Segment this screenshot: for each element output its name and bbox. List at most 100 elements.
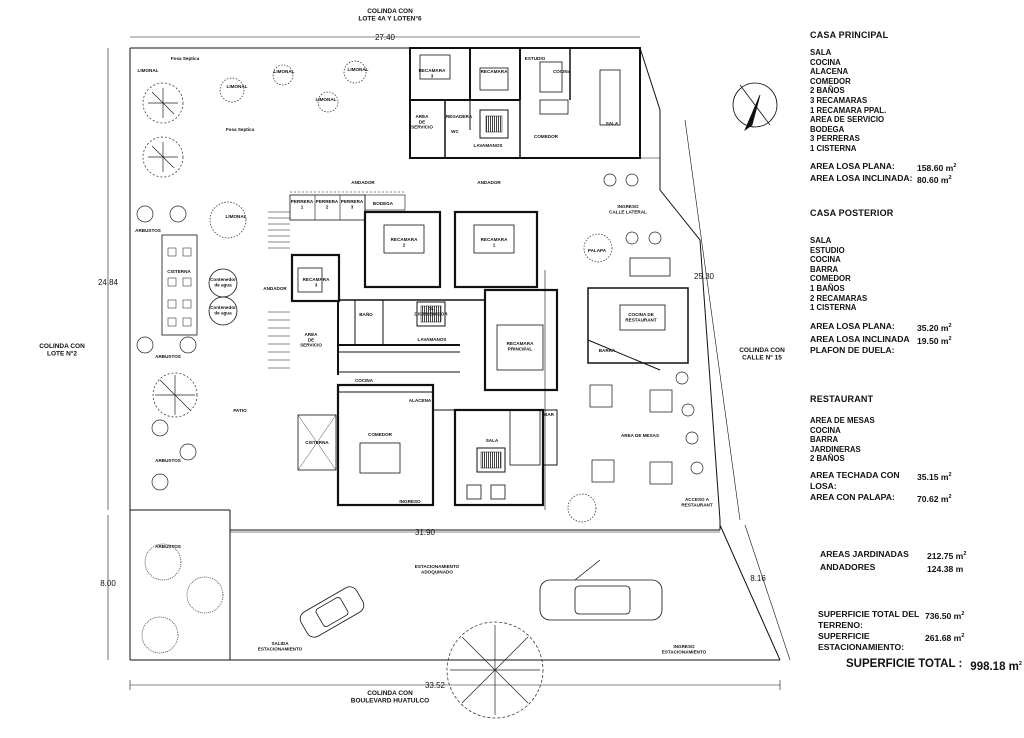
svg-text:COCINA: COCINA	[355, 378, 374, 383]
svg-text:LAVAMANOS: LAVAMANOS	[418, 337, 447, 342]
palm-14	[685, 431, 699, 445]
tree-11	[567, 493, 597, 523]
area-value: 35.15 m2	[917, 471, 952, 482]
palm-9	[625, 173, 639, 187]
car-2	[539, 559, 663, 621]
svg-text:ALACENA: ALACENA	[409, 398, 432, 403]
palm-4	[179, 336, 197, 354]
svg-text:LIMONAL: LIMONAL	[316, 97, 337, 102]
palm-6	[179, 443, 197, 461]
dim-top: 27.40	[375, 33, 396, 42]
svg-text:ARBUSTOS: ARBUSTOS	[155, 544, 181, 549]
legend-item: 1 BAÑOS	[810, 283, 845, 293]
restaurant-title: RESTAURANT	[810, 394, 874, 404]
area-label: AREA LOSA INCLINADA PLAFON DE DUELA:	[810, 333, 910, 355]
dim-right-lower: 8.16	[750, 574, 766, 583]
dim-bottom: 33.52	[425, 681, 446, 690]
casa-posterior-title: CASA POSTERIOR	[810, 208, 894, 218]
svg-text:Fosa Septica: Fosa Septica	[171, 56, 200, 61]
area-label: AREA LOSA PLANA:	[810, 160, 895, 171]
area-label: SUPERFICIE ESTACIONAMIENTO:	[818, 631, 905, 652]
svg-text:ARBUSTOS: ARBUSTOS	[155, 354, 181, 359]
svg-text:WC: WC	[451, 129, 459, 134]
svg-text:COCINA: COCINA	[553, 69, 572, 74]
legend-item: 2 BAÑOS	[810, 86, 845, 96]
svg-text:ANDADOR: ANDADOR	[477, 180, 501, 185]
area-value: 212.75 m2	[927, 550, 967, 561]
svg-text:AREA DE MESAS: AREA DE MESAS	[621, 433, 659, 438]
main-house	[268, 191, 559, 507]
legend-item: 1 CISTERNA	[810, 143, 857, 153]
legend-item: SALA	[810, 48, 832, 57]
svg-text:LIMONAL: LIMONAL	[138, 68, 159, 73]
palm-1	[136, 205, 154, 223]
legend-item: BARRA	[810, 264, 839, 274]
shrub-2	[186, 576, 224, 614]
svg-text:BAÑO: BAÑO	[359, 311, 373, 317]
tree-4	[272, 64, 294, 86]
palm-5	[151, 419, 169, 437]
legend-item: 1 CISTERNA	[810, 303, 857, 313]
palm-12	[675, 371, 689, 385]
legend-item: ALACENA	[810, 67, 849, 77]
legend-item: SALA	[810, 236, 832, 245]
svg-text:INGRESO: INGRESO	[399, 499, 421, 504]
svg-text:CISTERNA: CISTERNA	[305, 440, 329, 445]
legend-item: 2 RECAMARAS	[810, 293, 868, 303]
area-label: AREA LOSA INCLINADA:	[810, 173, 913, 184]
car-1	[299, 586, 365, 638]
svg-text:PATIO: PATIO	[233, 408, 247, 413]
north-arrow	[732, 82, 778, 132]
dim-middle: 31.90	[415, 528, 436, 537]
svg-text:ANDADOR: ANDADOR	[263, 286, 287, 291]
grand-total-label: SUPERFICIE TOTAL :	[846, 658, 963, 670]
tree-10	[583, 233, 613, 263]
svg-text:LIMONAL: LIMONAL	[226, 214, 247, 219]
area-value: 736.50 m2	[925, 610, 965, 621]
shrub-1	[144, 543, 182, 581]
tree-6	[343, 60, 367, 84]
trees	[136, 60, 704, 719]
area-value: 70.62 m2	[917, 493, 952, 504]
area-label: SUPERFICIE TOTAL DEL TERRENO:	[818, 609, 920, 630]
palm-15	[690, 461, 704, 475]
dim-left: 24.84	[98, 278, 119, 287]
svg-text:ANDADOR: ANDADOR	[351, 180, 375, 185]
svg-text:REGADERA: REGADERA	[446, 114, 473, 119]
svg-text:PALAPA: PALAPA	[588, 248, 607, 253]
upper-garden-labels: LIMONAL LIMONAL LIMONAL LIMONAL LIMONAL …	[138, 56, 502, 219]
dimension-lines	[107, 36, 791, 690]
palm-10	[625, 231, 639, 245]
svg-text:CISTERNA: CISTERNA	[167, 269, 191, 274]
svg-text:SALA: SALA	[486, 438, 499, 443]
grand-total: SUPERFICIE TOTAL : 998.18 m2	[846, 658, 1022, 673]
area-row: SUPERFICIE TOTAL DEL TERRENO: 736.50 m2	[818, 609, 1022, 631]
svg-text:LIMONAL: LIMONAL	[227, 84, 248, 89]
area-row: AREA TECHADA CON LOSA:35.15 m2	[810, 470, 1022, 492]
area-label: AREA LOSA PLANA:	[810, 320, 895, 331]
